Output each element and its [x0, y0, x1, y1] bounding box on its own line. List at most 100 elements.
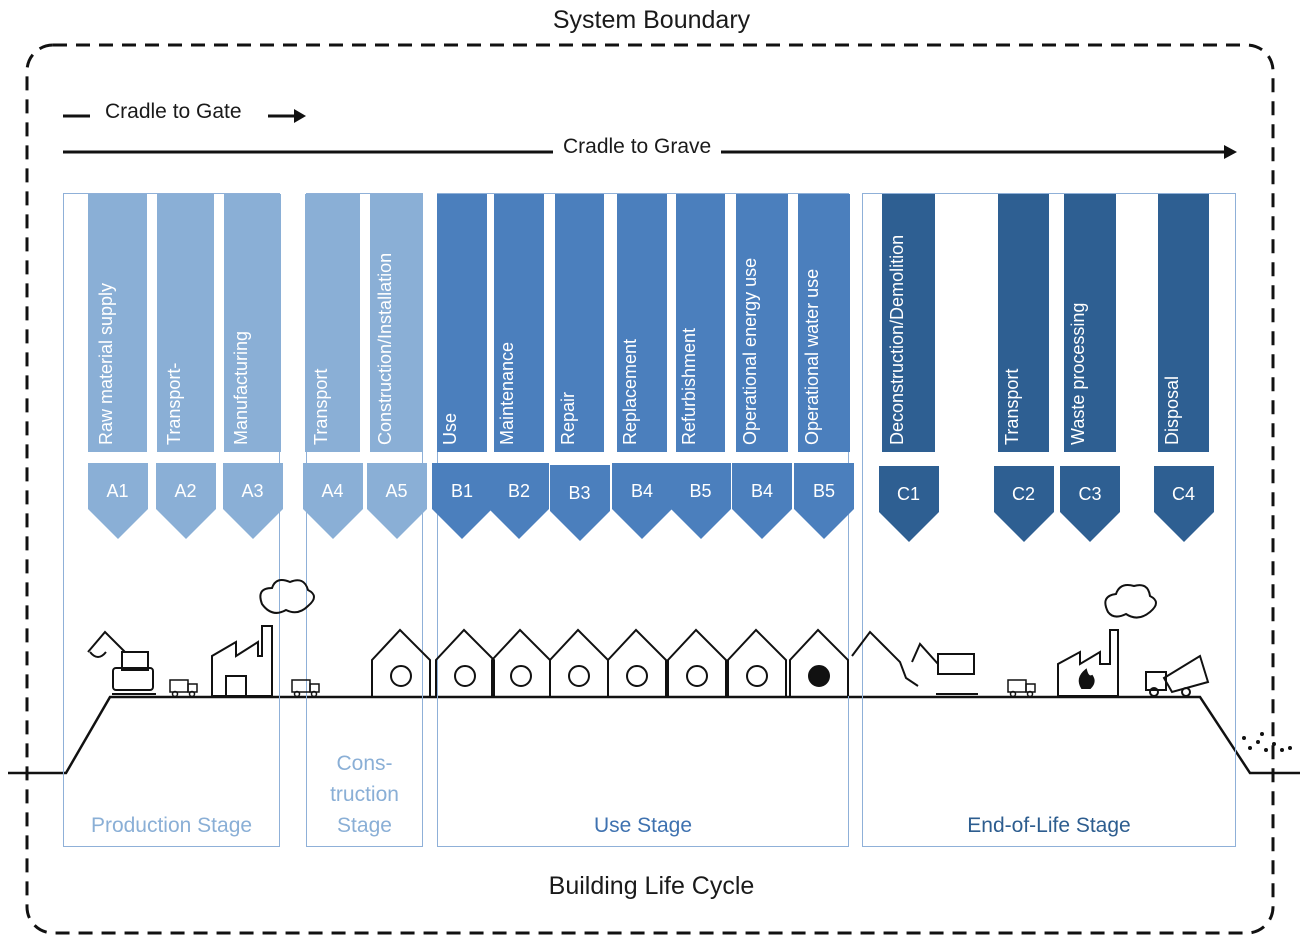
module-column-b2: Maintenance: [494, 194, 544, 452]
construction-stage-box: [306, 193, 423, 847]
module-tag-a4: A4: [302, 463, 363, 539]
house-replacement-icon: [607, 628, 667, 696]
module-tag-b3: B3: [549, 465, 610, 541]
module-tag-a5: A5: [366, 463, 427, 539]
module-code: C4: [1171, 484, 1195, 504]
module-label: Maintenance: [497, 341, 517, 445]
module-code: B2: [507, 481, 531, 501]
module-column-b3: Repair: [555, 194, 604, 452]
module-label: Operational water use: [802, 268, 822, 445]
use-stage-label: Use Stage: [593, 814, 693, 837]
module-code: A3: [241, 481, 264, 501]
module-column-b5: Refurbishment: [676, 194, 725, 452]
rubble-pile-icon: [1242, 732, 1292, 752]
building-life-cycle-label: Building Life Cycle: [548, 872, 755, 900]
truck-icon: [169, 679, 198, 698]
cradle-to-grave-label: Cradle to Grave: [553, 135, 722, 159]
module-tag-b5: B5: [670, 463, 731, 539]
truck-icon: [1007, 679, 1036, 698]
module-column-a3: Manufacturing: [224, 194, 281, 452]
eol-stage-label: End-of-Life Stage: [967, 814, 1131, 837]
house-energy-icon: [727, 628, 787, 696]
module-column-c4: Disposal: [1158, 194, 1209, 452]
module-tag-b2: B2: [489, 463, 549, 539]
module-column-a1: Raw material supply: [88, 194, 147, 452]
demolition-icon: [851, 630, 978, 695]
module-tag-b1: B1: [432, 463, 492, 539]
system-boundary-title: System Boundary: [552, 6, 751, 34]
module-tag-c3: C3: [1060, 466, 1120, 542]
module-code: A1: [106, 481, 129, 501]
house-water-icon: [789, 628, 849, 696]
house-use-icon: [435, 628, 495, 696]
module-tag-c1: C1: [878, 466, 939, 542]
construction-stage-line-3: Stage: [337, 814, 392, 837]
construction-stage-line-2: truction: [330, 783, 399, 806]
module-label: Raw material supply: [95, 282, 116, 445]
module-column-b5: Operational water use: [798, 194, 850, 452]
factory-icon: [211, 579, 315, 697]
module-label: Deconstruction/Demolition: [886, 234, 907, 445]
module-column-a2: Transport-: [157, 194, 214, 452]
module-code: B4: [750, 481, 774, 501]
module-label: Transport: [310, 368, 331, 445]
module-column-b4: Operational energy use: [736, 194, 788, 452]
module-column-b1: Use: [437, 194, 487, 452]
house-refurbishment-icon: [667, 628, 727, 696]
module-tag-b5: B5: [794, 463, 854, 539]
construction-stage-label: Cons- truction Stage: [306, 748, 423, 841]
module-label: Construction/Installation: [374, 252, 395, 445]
module-label: Manufacturing: [230, 330, 251, 445]
module-label: Disposal: [1161, 375, 1182, 445]
module-tag-c4: C4: [1153, 466, 1214, 542]
construction-stage-line-1: Cons-: [336, 752, 393, 775]
module-code: B5: [689, 481, 712, 501]
module-code: A2: [174, 481, 197, 501]
module-label: Operational energy use: [740, 257, 760, 445]
house-repair-icon: [549, 628, 609, 696]
excavator-icon: [87, 630, 156, 695]
cradle-to-grave-arrowhead: [1224, 145, 1237, 159]
module-label: Replacement: [620, 338, 640, 445]
module-tag-a1: A1: [87, 463, 148, 539]
module-code: B1: [450, 481, 474, 501]
module-column-a4: Transport: [305, 194, 360, 452]
module-label: Transport-: [163, 362, 184, 445]
production-stage-box: [63, 193, 280, 847]
module-label: Use: [440, 412, 460, 445]
module-code: C1: [896, 484, 920, 504]
module-column-b4: Replacement: [617, 194, 667, 452]
module-label: Repair: [557, 391, 578, 445]
module-label: Transport: [1001, 368, 1022, 445]
eol-stage-box: [862, 193, 1236, 847]
truck-icon: [291, 679, 320, 698]
module-code: C2: [1011, 484, 1035, 504]
module-code: B4: [630, 481, 654, 501]
house-construction-icon: [371, 628, 431, 696]
module-tag-b4: B4: [732, 463, 792, 539]
module-code: C3: [1078, 484, 1102, 504]
module-column-c3: Waste processing: [1064, 194, 1116, 452]
cradle-to-gate-label: Cradle to Gate: [95, 100, 252, 124]
module-column-a5: Construction/Installation: [370, 194, 423, 452]
ground-line: [8, 695, 1300, 775]
module-label: Refurbishment: [678, 327, 699, 445]
waste-factory-icon: [1057, 584, 1157, 697]
module-tag-a2: A2: [155, 463, 216, 539]
house-maintenance-icon: [491, 628, 551, 696]
cradle-to-gate-arrowhead: [294, 109, 306, 123]
module-label: Waste processing: [1068, 302, 1088, 445]
production-stage-label: Production Stage: [90, 814, 253, 837]
module-code: A5: [385, 481, 408, 501]
module-tag-b4: B4: [612, 463, 672, 539]
module-column-c2: Transport: [998, 194, 1049, 452]
dump-truck-icon: [1145, 654, 1210, 697]
house-icons: [371, 628, 849, 696]
module-code: B5: [812, 481, 836, 501]
module-code: A4: [321, 481, 344, 501]
module-column-c1: Deconstruction/Demolition: [882, 194, 935, 452]
module-tag-c2: C2: [993, 466, 1054, 542]
lifecycle-icons: [87, 579, 1292, 752]
module-tag-a3: A3: [222, 463, 283, 539]
module-code: B3: [568, 483, 591, 503]
